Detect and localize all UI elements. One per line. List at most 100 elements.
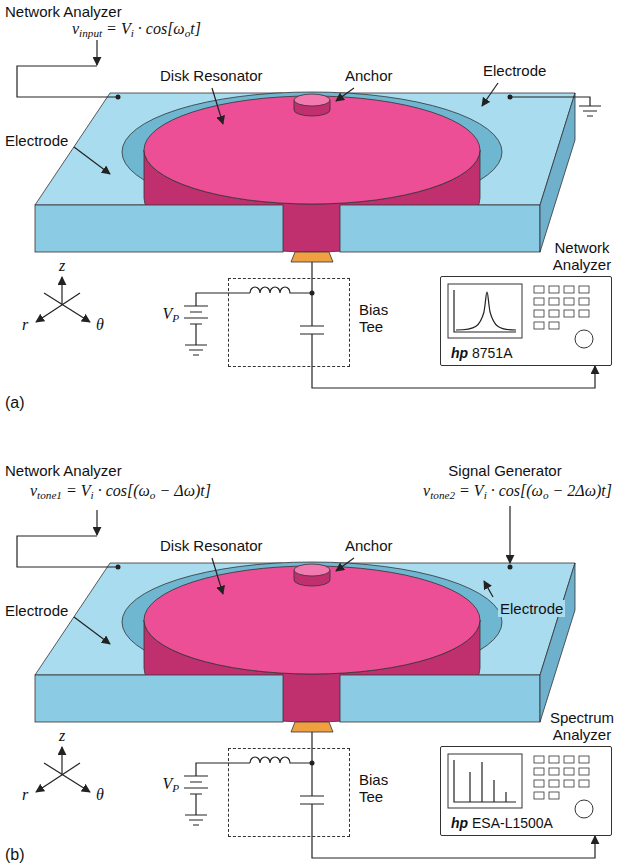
text-run: P (172, 782, 179, 794)
label-holder: Disk Resonator (160, 537, 263, 554)
electrode-side (540, 93, 575, 252)
instrument-panel (448, 284, 593, 348)
part-label: Electrode (5, 602, 68, 619)
instrument-name: Network Analyzer (553, 239, 611, 274)
text-run: θ (96, 786, 104, 803)
text-run: r (22, 316, 28, 333)
text-run: Electrode (500, 600, 563, 617)
text-run: ESA-L1500A (468, 815, 553, 831)
part-label: Disk Resonator (160, 537, 263, 554)
model-number: hp ESA-L1500A (451, 815, 553, 831)
panel-label: (a) (5, 394, 25, 412)
leader-line (482, 83, 498, 106)
label-holder: Electrode (498, 600, 565, 617)
text-run: Network Analyzer (5, 462, 122, 479)
label-holder: VP (162, 305, 179, 325)
part-label: Electrode (483, 62, 546, 79)
text-run: V (162, 775, 172, 792)
signal-wire (312, 366, 595, 388)
button (579, 298, 589, 305)
text-run: Bias Tee (359, 301, 388, 335)
voltage-label: VP (162, 775, 179, 795)
text-holder: Bias Tee (359, 301, 388, 336)
text-run: i (131, 27, 134, 39)
button (534, 286, 544, 293)
signal-wire (312, 836, 595, 858)
axis-label: θ (96, 316, 104, 334)
text-holder: hp ESA-L1500A (451, 815, 553, 831)
text-run: P (172, 312, 179, 324)
label-holder: (b) (5, 846, 25, 864)
axis-arrow (36, 293, 80, 322)
text-run: Network Analyzer (553, 239, 611, 273)
part-label: Anchor (345, 67, 393, 84)
label-holder: vinput = Vi · cos[ωot] (72, 20, 201, 40)
voltage-label: VP (162, 305, 179, 325)
button (579, 286, 589, 293)
electrode-front (340, 205, 540, 252)
text-run: θ (96, 316, 104, 333)
text-run: · cos[(ω (94, 482, 150, 499)
part-label: Electrode (5, 132, 68, 149)
spectrum-trace (470, 762, 506, 802)
text-holder: Spectrum Analyzer (550, 709, 614, 744)
label-holder: (a) (5, 394, 25, 412)
button (534, 310, 544, 317)
button (549, 310, 559, 317)
instrument-panel (448, 754, 593, 818)
leader-line (484, 581, 493, 597)
text-run: V (162, 305, 172, 322)
text-run: z (59, 257, 65, 274)
text-run: o (150, 489, 156, 501)
label-holder: r (22, 316, 28, 334)
text-run: − 2Δω)t] (549, 482, 612, 499)
text-run: o (543, 489, 549, 501)
button (564, 298, 574, 305)
axis-arrow (61, 277, 62, 305)
text-run: hp (451, 815, 468, 831)
wire (17, 66, 116, 97)
label-holder: Network Analyzer (5, 3, 122, 20)
label-holder: Network Analyzer (5, 462, 122, 479)
text-run: Anchor (345, 67, 393, 84)
text-holder: hp 8751A (451, 345, 512, 361)
text-run: · cos[ω (134, 20, 185, 37)
label-holder: r (22, 786, 28, 804)
ground-symbol (579, 106, 601, 116)
inductor-symbol (250, 287, 312, 293)
label-holder: z (59, 727, 65, 745)
model-number: hp 8751A (451, 345, 512, 361)
button (549, 298, 559, 305)
text-run: · cos[(ω (487, 482, 543, 499)
label-holder: θ (96, 786, 104, 804)
disk-top (144, 96, 480, 204)
instrument-box: Network Analyzerhp 8751A (440, 276, 612, 366)
leader-line (336, 88, 354, 101)
label-holder: θ (96, 316, 104, 334)
signal-arrow (96, 40, 97, 65)
label-holder: z (59, 257, 65, 275)
instrument-label: Network Analyzer (5, 3, 122, 20)
panel-label: (b) (5, 846, 25, 864)
wire (196, 293, 250, 306)
bias-tee-box: Bias Tee (228, 748, 350, 837)
text-run: v (72, 20, 79, 37)
anchor-top (294, 94, 330, 106)
label-holder: Electrode (5, 132, 68, 149)
text-run: Disk Resonator (160, 67, 263, 84)
resonator-setup (17, 40, 575, 367)
text-run: z (59, 727, 65, 744)
instrument-box: Spectrum Analyzerhp ESA-L1500A (440, 746, 612, 836)
text-run: Electrode (5, 132, 68, 149)
box-heading: Bias Tee (359, 771, 388, 806)
text-run: Disk Resonator (160, 537, 263, 554)
anchor-pad (291, 252, 333, 262)
text-run: Anchor (345, 537, 393, 554)
button (534, 298, 544, 305)
label-holder: Disk Resonator (160, 67, 263, 84)
text-run: i (91, 489, 94, 501)
signal-formula: vtone2 = Vi · cos[(ωo − 2Δω)t] (423, 482, 612, 502)
screen-axes (454, 760, 516, 802)
